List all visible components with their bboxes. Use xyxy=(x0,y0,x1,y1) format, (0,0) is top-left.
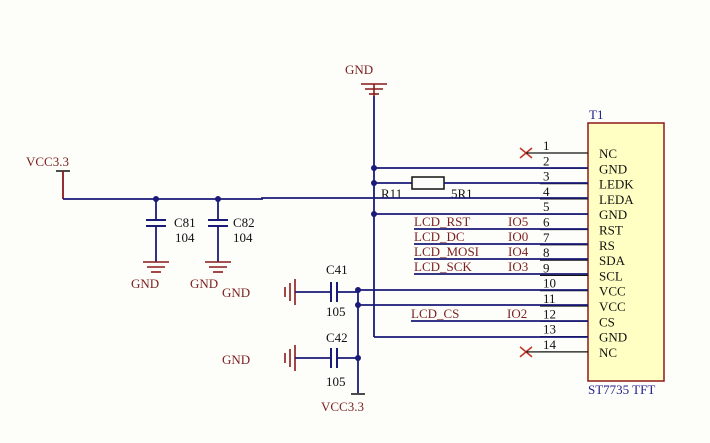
pin-number: 3 xyxy=(543,169,550,184)
junction xyxy=(371,165,377,171)
pin-name: SCL xyxy=(599,268,623,283)
gnd-label-c82: GND xyxy=(190,276,218,291)
net-io: IO5 xyxy=(508,214,528,229)
vcc-label-left: VCC3.3 xyxy=(26,154,69,169)
ic-body xyxy=(587,122,665,382)
c82-value: 104 xyxy=(233,230,253,245)
gnd-symbol-c41 xyxy=(284,279,296,305)
gnd-symbol-c81 xyxy=(143,261,169,273)
pin-number: 10 xyxy=(543,276,556,291)
pin-name: LEDK xyxy=(599,177,634,192)
pin-number: 4 xyxy=(543,184,550,199)
pin-name: NC xyxy=(599,345,617,360)
net-io: IO4 xyxy=(508,244,529,259)
pin-name: GND xyxy=(599,161,627,176)
c42-label: C42 xyxy=(326,330,348,345)
gnd-symbol-top xyxy=(361,83,387,96)
net-label: LCD_SCK IO3 xyxy=(414,259,528,274)
ic-name-label: ST7735 TFT xyxy=(588,382,655,397)
pin-name: NC xyxy=(599,146,617,161)
net-io: IO0 xyxy=(508,229,528,244)
pin-name: VCC xyxy=(599,299,626,314)
capacitor-c41 xyxy=(330,282,338,302)
pin-number: 8 xyxy=(543,245,550,260)
c41-label: C41 xyxy=(326,262,348,277)
wire-leda xyxy=(63,197,588,200)
pin-number: 9 xyxy=(543,260,550,275)
net-io: IO3 xyxy=(508,259,528,274)
pin-number: 14 xyxy=(543,337,557,352)
pin-number: 11 xyxy=(543,291,556,306)
pin-number: 6 xyxy=(543,215,550,230)
pin-number: 5 xyxy=(543,199,550,214)
gnd-symbol-c42 xyxy=(284,345,296,371)
capacitor-c81 xyxy=(146,219,166,227)
net-name: LCD_CS xyxy=(411,306,459,321)
pin-name: VCC xyxy=(599,284,626,299)
gnd-label-top: GND xyxy=(345,62,373,77)
net-name: LCD_RST xyxy=(414,214,470,229)
net-name: LCD_DC xyxy=(414,229,465,244)
vcc-label-bottom: VCC3.3 xyxy=(321,399,364,414)
pin-name: GND xyxy=(599,207,627,222)
gnd-symbol-c82 xyxy=(205,261,231,273)
ic-ref-label: T1 xyxy=(589,107,603,122)
junction xyxy=(371,211,377,217)
net-label: LCD_MOSI IO4 xyxy=(414,244,529,259)
pin-name: CS xyxy=(599,314,615,329)
c41-value: 105 xyxy=(326,304,346,319)
capacitor-c42 xyxy=(330,348,338,368)
pin-number: 12 xyxy=(543,306,556,321)
c82-label: C82 xyxy=(233,215,255,230)
c81-label: C81 xyxy=(174,215,196,230)
net-label: LCD_DC IO0 xyxy=(414,229,528,244)
net-name: LCD_SCK xyxy=(414,259,472,274)
junction xyxy=(355,302,361,308)
net-name: LCD_MOSI xyxy=(414,244,479,259)
pin-name: RST xyxy=(599,223,623,238)
gnd-label-c81: GND xyxy=(131,276,159,291)
junction xyxy=(371,180,377,186)
gnd-label-c41: GND xyxy=(222,285,250,300)
c42-value: 105 xyxy=(326,374,346,389)
pin-number: 13 xyxy=(543,322,556,337)
ic-pin: 1NC xyxy=(519,138,617,161)
pin-number: 1 xyxy=(543,138,550,153)
pin-number: 2 xyxy=(543,153,550,168)
pin-name: GND xyxy=(599,330,627,345)
pin-name: SDA xyxy=(599,253,626,268)
gnd-label-c42: GND xyxy=(222,352,250,367)
pin-name: RS xyxy=(599,238,615,253)
c81-value: 104 xyxy=(175,230,195,245)
net-label: LCD_RST IO5 xyxy=(414,214,528,229)
net-io: IO2 xyxy=(507,306,527,321)
pin-name: LEDA xyxy=(599,192,634,207)
net-label: LCD_CS IO2 xyxy=(411,306,527,321)
resistor-r11 xyxy=(411,176,445,190)
capacitor-c82 xyxy=(208,219,228,227)
pin-number: 7 xyxy=(543,230,550,245)
